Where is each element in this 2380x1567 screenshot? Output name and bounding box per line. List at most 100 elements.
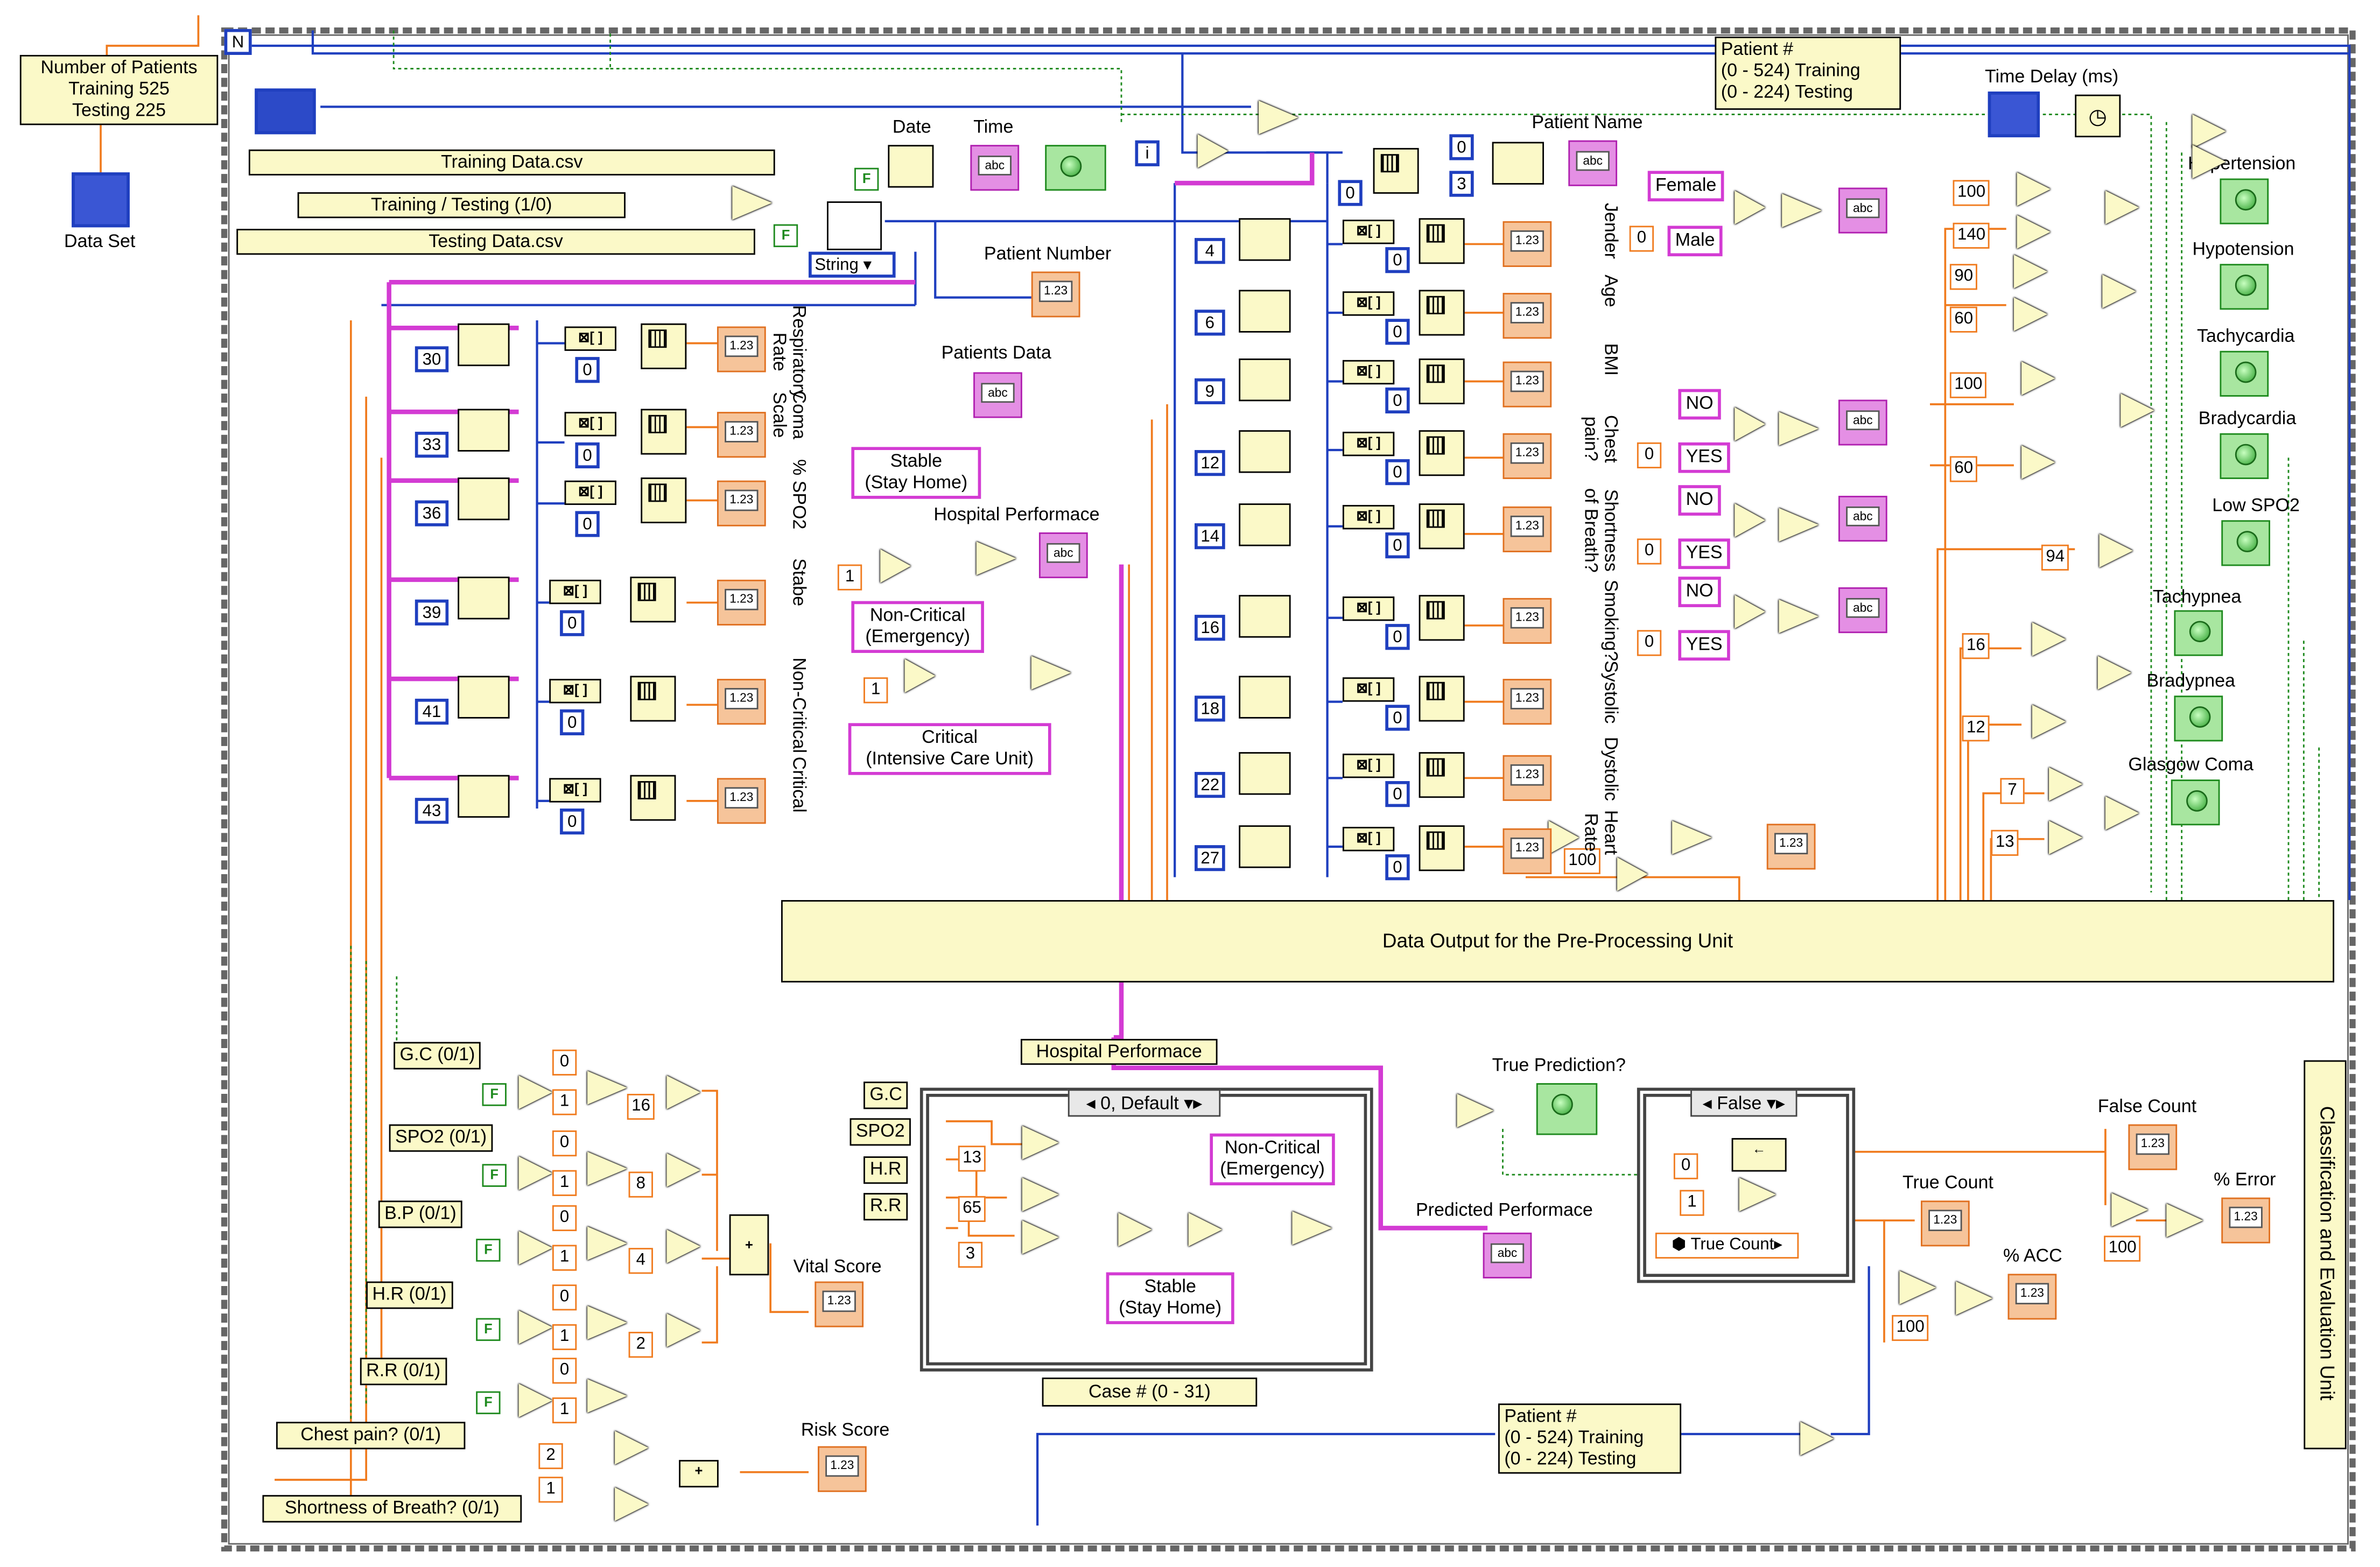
- counter-zero[interactable]: 0: [1673, 1153, 1698, 1179]
- threshold-t13[interactable]: 13: [1991, 830, 2019, 856]
- weight-2b[interactable]: 2: [538, 1443, 563, 1470]
- zero-const[interactable]: 0: [575, 442, 600, 469]
- zero-const[interactable]: 0: [1385, 532, 1410, 559]
- case-selector[interactable]: ◂ 0, Default ▾▸: [1068, 1089, 1221, 1117]
- const-three-name[interactable]: 3: [1449, 171, 1474, 197]
- threshold-t60b[interactable]: 60: [1949, 456, 1978, 482]
- index-const[interactable]: 14: [1195, 523, 1225, 550]
- threshold-t16[interactable]: 16: [1962, 633, 1990, 659]
- index-const[interactable]: 27: [1195, 845, 1225, 872]
- threshold-t60a[interactable]: 60: [1949, 306, 1978, 333]
- score-one[interactable]: 1: [552, 1170, 577, 1196]
- training-csv-const[interactable]: Training Data.csv: [248, 149, 775, 175]
- zero-const[interactable]: 0: [560, 809, 585, 835]
- zero-const[interactable]: 0: [1385, 705, 1410, 731]
- score-zero[interactable]: 0: [552, 1358, 577, 1384]
- false-constant[interactable]: F: [482, 1164, 507, 1187]
- stable-constant[interactable]: Stable(Stay Home): [851, 447, 981, 498]
- const-zero-top[interactable]: 0: [1338, 180, 1363, 206]
- score-zero[interactable]: 0: [552, 1049, 577, 1076]
- weight-1b[interactable]: 1: [538, 1477, 563, 1503]
- index-const[interactable]: 4: [1195, 238, 1225, 264]
- score-one[interactable]: 1: [552, 1397, 577, 1424]
- data-set-control-icon[interactable]: [72, 172, 130, 228]
- score-zero[interactable]: 0: [552, 1284, 577, 1311]
- false-constant-2[interactable]: F: [854, 167, 879, 191]
- weight-const[interactable]: 8: [628, 1171, 653, 1198]
- threshold-t94[interactable]: 94: [2041, 544, 2069, 571]
- index-const[interactable]: 41: [415, 698, 449, 725]
- zero-const[interactable]: 0: [560, 610, 585, 636]
- const-zero-name[interactable]: 0: [1449, 134, 1474, 160]
- zero-const[interactable]: 0: [1385, 854, 1410, 881]
- gender-zero[interactable]: 0: [1629, 226, 1654, 252]
- noncritical-constant[interactable]: Non-Critical(Emergency): [851, 601, 984, 652]
- zero-const[interactable]: 0: [1385, 781, 1410, 807]
- yesno-zero[interactable]: 0: [1637, 538, 1662, 565]
- index-const[interactable]: 43: [415, 798, 449, 824]
- threshold-t7[interactable]: 7: [2000, 778, 2025, 804]
- false-constant[interactable]: F: [476, 1318, 501, 1341]
- yesno-zero[interactable]: 0: [1637, 630, 1662, 656]
- score-zero[interactable]: 0: [552, 1130, 577, 1157]
- weight-const[interactable]: 2: [628, 1332, 653, 1358]
- yes-constant[interactable]: YES: [1678, 538, 1730, 569]
- female-constant[interactable]: Female: [1647, 171, 1724, 201]
- counter-selector[interactable]: ◂ False ▾▸: [1690, 1089, 1798, 1117]
- case-noncritical-const[interactable]: Non-Critical(Emergency): [1210, 1133, 1335, 1185]
- yes-constant[interactable]: YES: [1678, 630, 1730, 660]
- index-const[interactable]: 22: [1195, 772, 1225, 798]
- zero-const[interactable]: 0: [1385, 247, 1410, 273]
- male-constant[interactable]: Male: [1667, 226, 1723, 256]
- index-const[interactable]: 6: [1195, 310, 1225, 336]
- threshold-t100a[interactable]: 100: [1953, 180, 1990, 206]
- const-100-acc[interactable]: 100: [1892, 1315, 1929, 1341]
- time-delay-control[interactable]: [1988, 92, 2040, 138]
- false-constant[interactable]: F: [482, 1083, 507, 1106]
- no-constant[interactable]: NO: [1678, 577, 1721, 607]
- score-one[interactable]: 1: [552, 1245, 577, 1271]
- string-type-selector[interactable]: String ▾: [809, 251, 896, 278]
- threshold-t90[interactable]: 90: [1949, 264, 1978, 290]
- index-const[interactable]: 12: [1195, 450, 1225, 476]
- yesno-zero[interactable]: 0: [1637, 442, 1662, 469]
- case-const-65[interactable]: 65: [958, 1196, 986, 1222]
- file-path-control-icon[interactable]: [255, 88, 316, 135]
- threshold-t12[interactable]: 12: [1962, 715, 1990, 742]
- index-const[interactable]: 33: [415, 432, 449, 458]
- zero-const[interactable]: 0: [1385, 624, 1410, 650]
- counter-one[interactable]: 1: [1680, 1190, 1704, 1216]
- threshold-t140[interactable]: 140: [1953, 222, 1990, 249]
- zero-const[interactable]: 0: [1385, 387, 1410, 414]
- index-const[interactable]: 18: [1195, 695, 1225, 722]
- false-constant[interactable]: F: [476, 1239, 501, 1262]
- yes-constant[interactable]: YES: [1678, 442, 1730, 473]
- weight-const[interactable]: 16: [627, 1093, 655, 1120]
- index-const[interactable]: 9: [1195, 378, 1225, 405]
- score-one[interactable]: 1: [552, 1324, 577, 1351]
- const-one-a[interactable]: 1: [837, 564, 862, 591]
- false-constant[interactable]: F: [773, 224, 798, 248]
- threshold-t100b[interactable]: 100: [1949, 372, 1987, 398]
- index-const[interactable]: 39: [415, 599, 449, 626]
- zero-const[interactable]: 0: [560, 709, 585, 735]
- case-stable-const[interactable]: Stable(Stay Home): [1106, 1272, 1234, 1324]
- zero-const[interactable]: 0: [575, 511, 600, 537]
- index-const[interactable]: 16: [1195, 615, 1225, 641]
- const-100-err[interactable]: 100: [2104, 1235, 2142, 1262]
- index-const[interactable]: 36: [415, 500, 449, 526]
- case-const-13[interactable]: 13: [958, 1146, 986, 1172]
- train-test-toggle[interactable]: Training / Testing (1/0): [297, 192, 626, 219]
- zero-const[interactable]: 0: [1385, 459, 1410, 486]
- false-constant[interactable]: F: [476, 1391, 501, 1415]
- score-zero[interactable]: 0: [552, 1205, 577, 1232]
- no-constant[interactable]: NO: [1678, 485, 1721, 516]
- zero-const[interactable]: 0: [1385, 319, 1410, 345]
- weight-const[interactable]: 4: [628, 1248, 653, 1274]
- critical-constant[interactable]: Critical(Intensive Care Unit): [848, 723, 1051, 775]
- score-one[interactable]: 1: [552, 1089, 577, 1115]
- testing-csv-const[interactable]: Testing Data.csv: [236, 229, 755, 255]
- case-const-3[interactable]: 3: [958, 1241, 983, 1268]
- no-constant[interactable]: NO: [1678, 389, 1721, 419]
- const-one-b[interactable]: 1: [863, 677, 888, 704]
